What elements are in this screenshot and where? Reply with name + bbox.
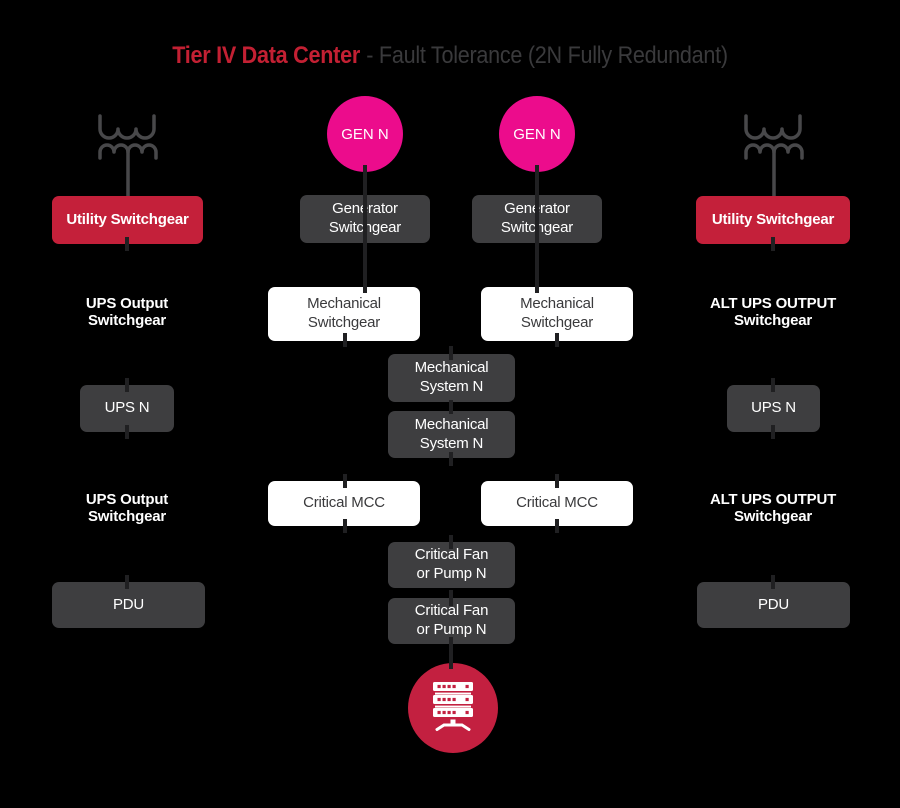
mechanical-switchgear-left: Mechanical Switchgear xyxy=(268,287,420,341)
connector-line xyxy=(771,425,775,439)
utility-switchgear-left: Utility Switchgear xyxy=(52,196,203,244)
generator-node-right: GEN N xyxy=(499,96,575,172)
connector-line xyxy=(771,575,775,589)
ups-output-switchgear-label-bottom: UPS Output Switchgear xyxy=(85,491,169,526)
connector-line xyxy=(449,637,453,669)
ups-n-right: UPS N xyxy=(727,385,820,432)
connector-line xyxy=(343,333,347,347)
connector-line xyxy=(449,535,453,549)
connector-line xyxy=(449,400,453,414)
critical-mcc-right: Critical MCC xyxy=(481,481,633,526)
connector-line xyxy=(555,474,559,488)
utility-switchgear-right: Utility Switchgear xyxy=(696,196,850,244)
connector-line xyxy=(535,165,539,293)
connector-line xyxy=(449,590,453,606)
critical-fan-or-pump-n-1: Critical Fan or Pump N xyxy=(388,542,515,588)
connector-line xyxy=(555,333,559,347)
mechanical-system-n-1: Mechanical System N xyxy=(388,354,515,402)
connector-line xyxy=(771,378,775,392)
connector-line xyxy=(449,346,453,360)
connector-line xyxy=(125,425,129,439)
title-subtitle: - Fault Tolerance (2N Fully Redundant) xyxy=(366,42,728,69)
alt-ups-output-switchgear-label-top: ALT UPS OUTPUT Switchgear xyxy=(709,295,837,330)
connector-line xyxy=(343,474,347,488)
transformer-icon xyxy=(744,114,804,199)
generator-node-left: GEN N xyxy=(327,96,403,172)
connector-line xyxy=(125,575,129,589)
connector-line xyxy=(125,378,129,392)
connector-line xyxy=(771,237,775,251)
ups-output-switchgear-label-top: UPS Output Switchgear xyxy=(85,295,169,330)
pdu-left: PDU xyxy=(52,582,205,628)
pdu-right: PDU xyxy=(697,582,850,628)
mechanical-system-n-2: Mechanical System N xyxy=(388,411,515,458)
connector-line xyxy=(555,519,559,533)
critical-mcc-left: Critical MCC xyxy=(268,481,420,526)
connector-line xyxy=(125,237,129,251)
ups-n-left: UPS N xyxy=(80,385,174,432)
server-rack-icon xyxy=(433,682,473,731)
title-primary: Tier IV Data Center xyxy=(172,42,360,69)
page-title: Tier IV Data Center- Fault Tolerance (2N… xyxy=(45,42,855,70)
alt-ups-output-switchgear-label-bottom: ALT UPS OUTPUT Switchgear xyxy=(709,491,837,526)
mechanical-switchgear-right: Mechanical Switchgear xyxy=(481,287,633,341)
it-load-node xyxy=(408,663,498,753)
connector-line xyxy=(449,452,453,466)
connector-line xyxy=(363,165,367,293)
transformer-icon xyxy=(98,114,158,199)
connector-line xyxy=(343,519,347,533)
